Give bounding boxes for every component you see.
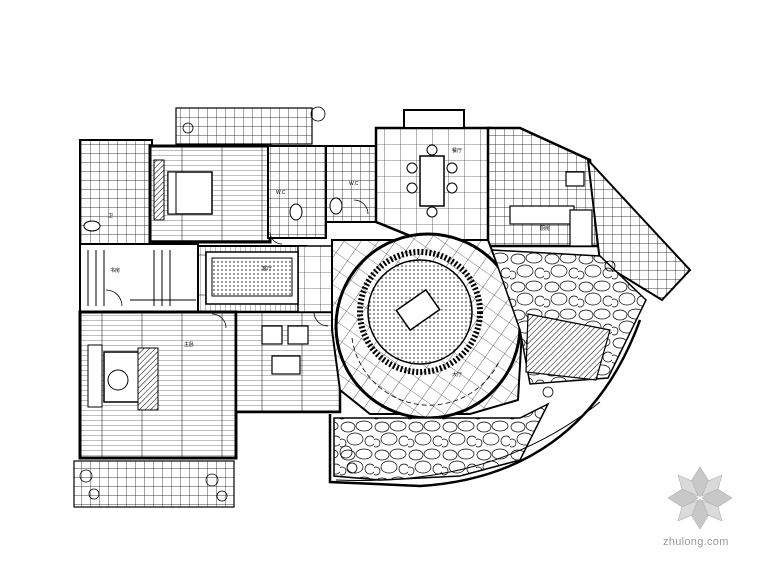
- room-label-master: 主卧: [184, 341, 194, 348]
- room-label-dining: 餐厅: [452, 147, 462, 154]
- dining-alcove: [403, 109, 465, 129]
- bottom-balcony: [73, 460, 235, 508]
- room-label-wc-2: W.C: [349, 181, 359, 187]
- wc-small-1: [267, 145, 327, 239]
- closet-hangers: [87, 250, 196, 306]
- plant-icons: [79, 106, 616, 502]
- east-terrace: [586, 157, 692, 302]
- room-label-wc-1: W.C: [276, 190, 286, 196]
- garden-deck: [525, 313, 611, 381]
- room-label-bath-left: 卫: [108, 213, 113, 219]
- kitchen-counter: [509, 205, 575, 225]
- chair-1: [261, 325, 283, 345]
- center-table: [395, 288, 441, 332]
- closet-row: [79, 243, 199, 313]
- dining-table: [419, 155, 445, 207]
- curved-outer-wall: [328, 319, 642, 488]
- watermark-text: zhulong.com: [663, 536, 729, 548]
- room-label-living: 客厅: [262, 265, 272, 272]
- room-label-kitchen: 厨房: [540, 225, 550, 232]
- room-label-study: 书房: [110, 267, 120, 274]
- stone-garden-bottom: [333, 402, 550, 481]
- zhulong-logo-icon: [667, 466, 733, 530]
- rotunda-ring: [357, 249, 483, 375]
- top-balcony: [175, 107, 313, 145]
- room-label-hall: 大厅: [452, 371, 462, 378]
- chair-2: [287, 325, 309, 345]
